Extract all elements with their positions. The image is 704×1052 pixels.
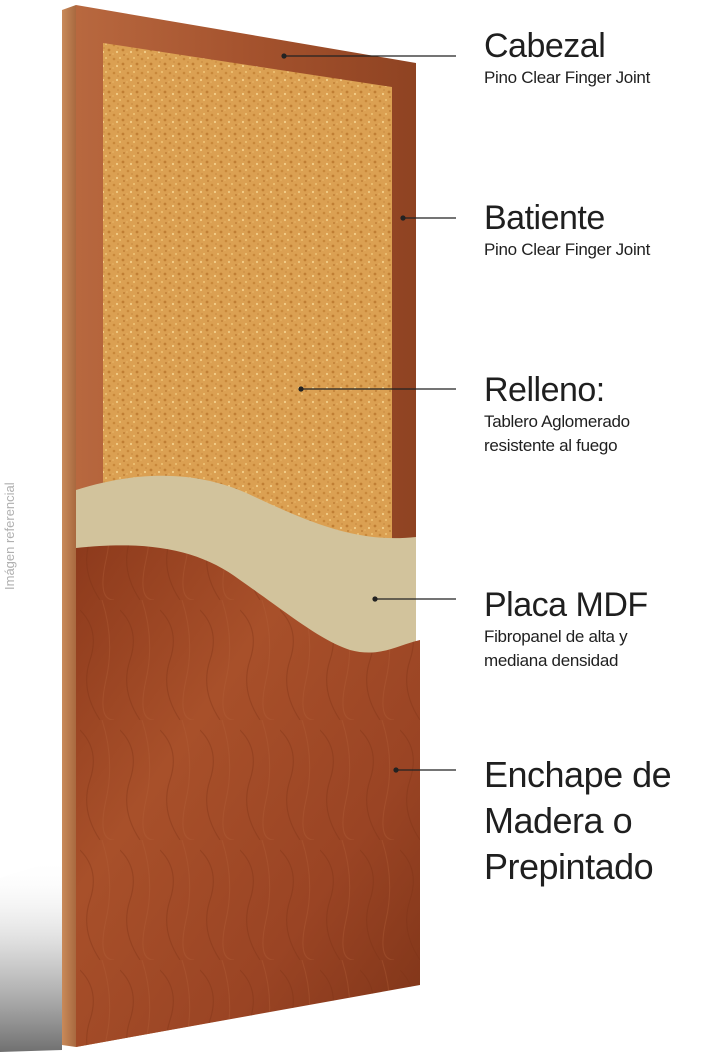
- callout-cabezal-title: Cabezal: [484, 27, 606, 65]
- callout-enchape: Enchape de Madera o Prepintado: [484, 752, 672, 890]
- leader-dot-relleno: [298, 386, 304, 392]
- callout-relleno-subtitle-line1: Tablero Aglomerado: [484, 412, 630, 431]
- callout-placa-mdf: Placa MDF Fibropanel de alta y mediana d…: [484, 585, 648, 673]
- callout-relleno: Relleno: Tablero Aglomerado resistente a…: [484, 370, 630, 458]
- reference-image-watermark: Imágen referencial: [2, 482, 17, 590]
- leader-dot-enchape: [393, 767, 399, 773]
- callout-placa-subtitle-line1: Fibropanel de alta y: [484, 627, 628, 646]
- callout-placa-title: Placa MDF: [484, 586, 648, 624]
- callout-placa-subtitle-line2: mediana densidad: [484, 651, 619, 670]
- door-floor-shadow: [0, 858, 62, 1052]
- callout-cabezal: Cabezal Pino Clear Finger Joint: [484, 26, 650, 90]
- callout-batiente: Batiente Pino Clear Finger Joint: [484, 198, 650, 262]
- callout-relleno-title: Relleno:: [484, 371, 605, 409]
- leader-dot-placa: [372, 596, 378, 602]
- callout-relleno-subtitle-line2: resistente al fuego: [484, 436, 618, 455]
- callout-enchape-title-line1: Enchape de: [484, 754, 672, 795]
- leader-dot-batiente: [400, 215, 406, 221]
- door-side-edge: [62, 5, 76, 1047]
- leader-dot-cabezal: [281, 53, 287, 59]
- leader-lines: [281, 53, 456, 773]
- callout-batiente-title: Batiente: [484, 199, 605, 237]
- callout-batiente-subtitle: Pino Clear Finger Joint: [484, 240, 651, 259]
- door-wood-veneer-grain: [76, 545, 420, 1047]
- callout-enchape-title-line2: Madera o: [484, 800, 633, 841]
- callout-cabezal-subtitle: Pino Clear Finger Joint: [484, 68, 651, 87]
- callout-enchape-title-line3: Prepintado: [484, 846, 654, 887]
